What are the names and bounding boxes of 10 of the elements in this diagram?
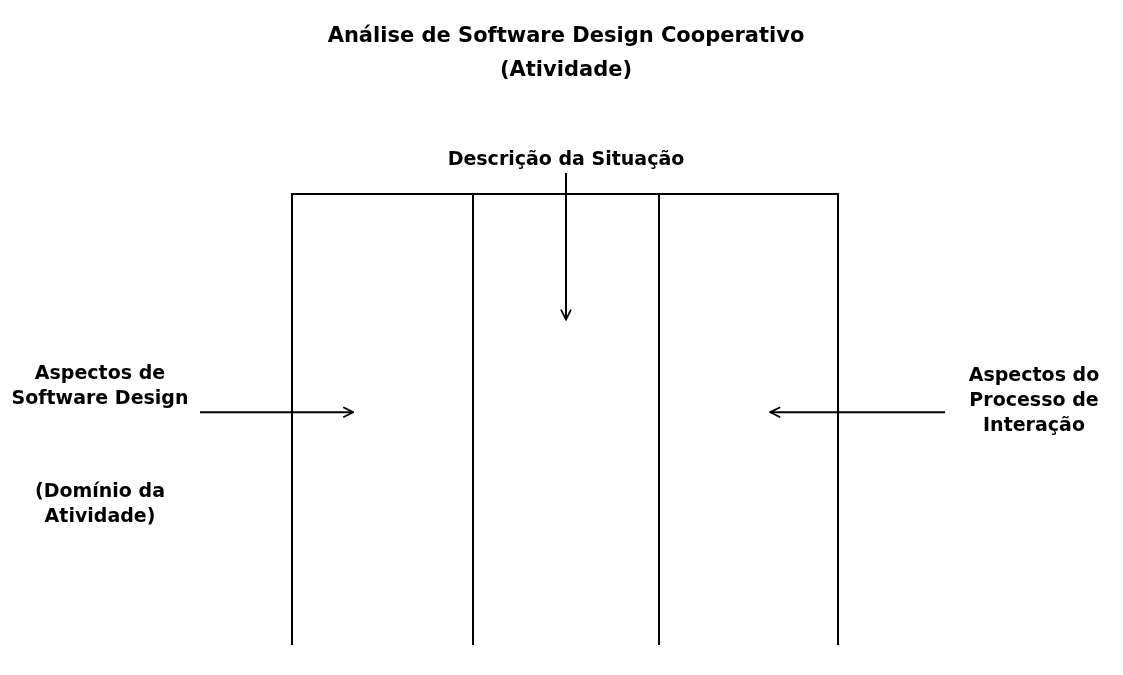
arrow: [769, 406, 946, 419]
column-box: [658, 193, 839, 645]
diagram-title: Análise de Software Design Cooperativo (Atividade): [326, 22, 806, 83]
node-label: Aspectos de Software Design: [10, 360, 190, 410]
arrow: [199, 406, 355, 419]
node-label: (Domínio da Atividade): [34, 478, 166, 528]
arrow: [560, 172, 572, 321]
node-label: Aspectos do Processo de Interação: [967, 362, 1101, 437]
column-box: [291, 193, 474, 645]
node-label: Descrição da Situação: [446, 146, 686, 171]
